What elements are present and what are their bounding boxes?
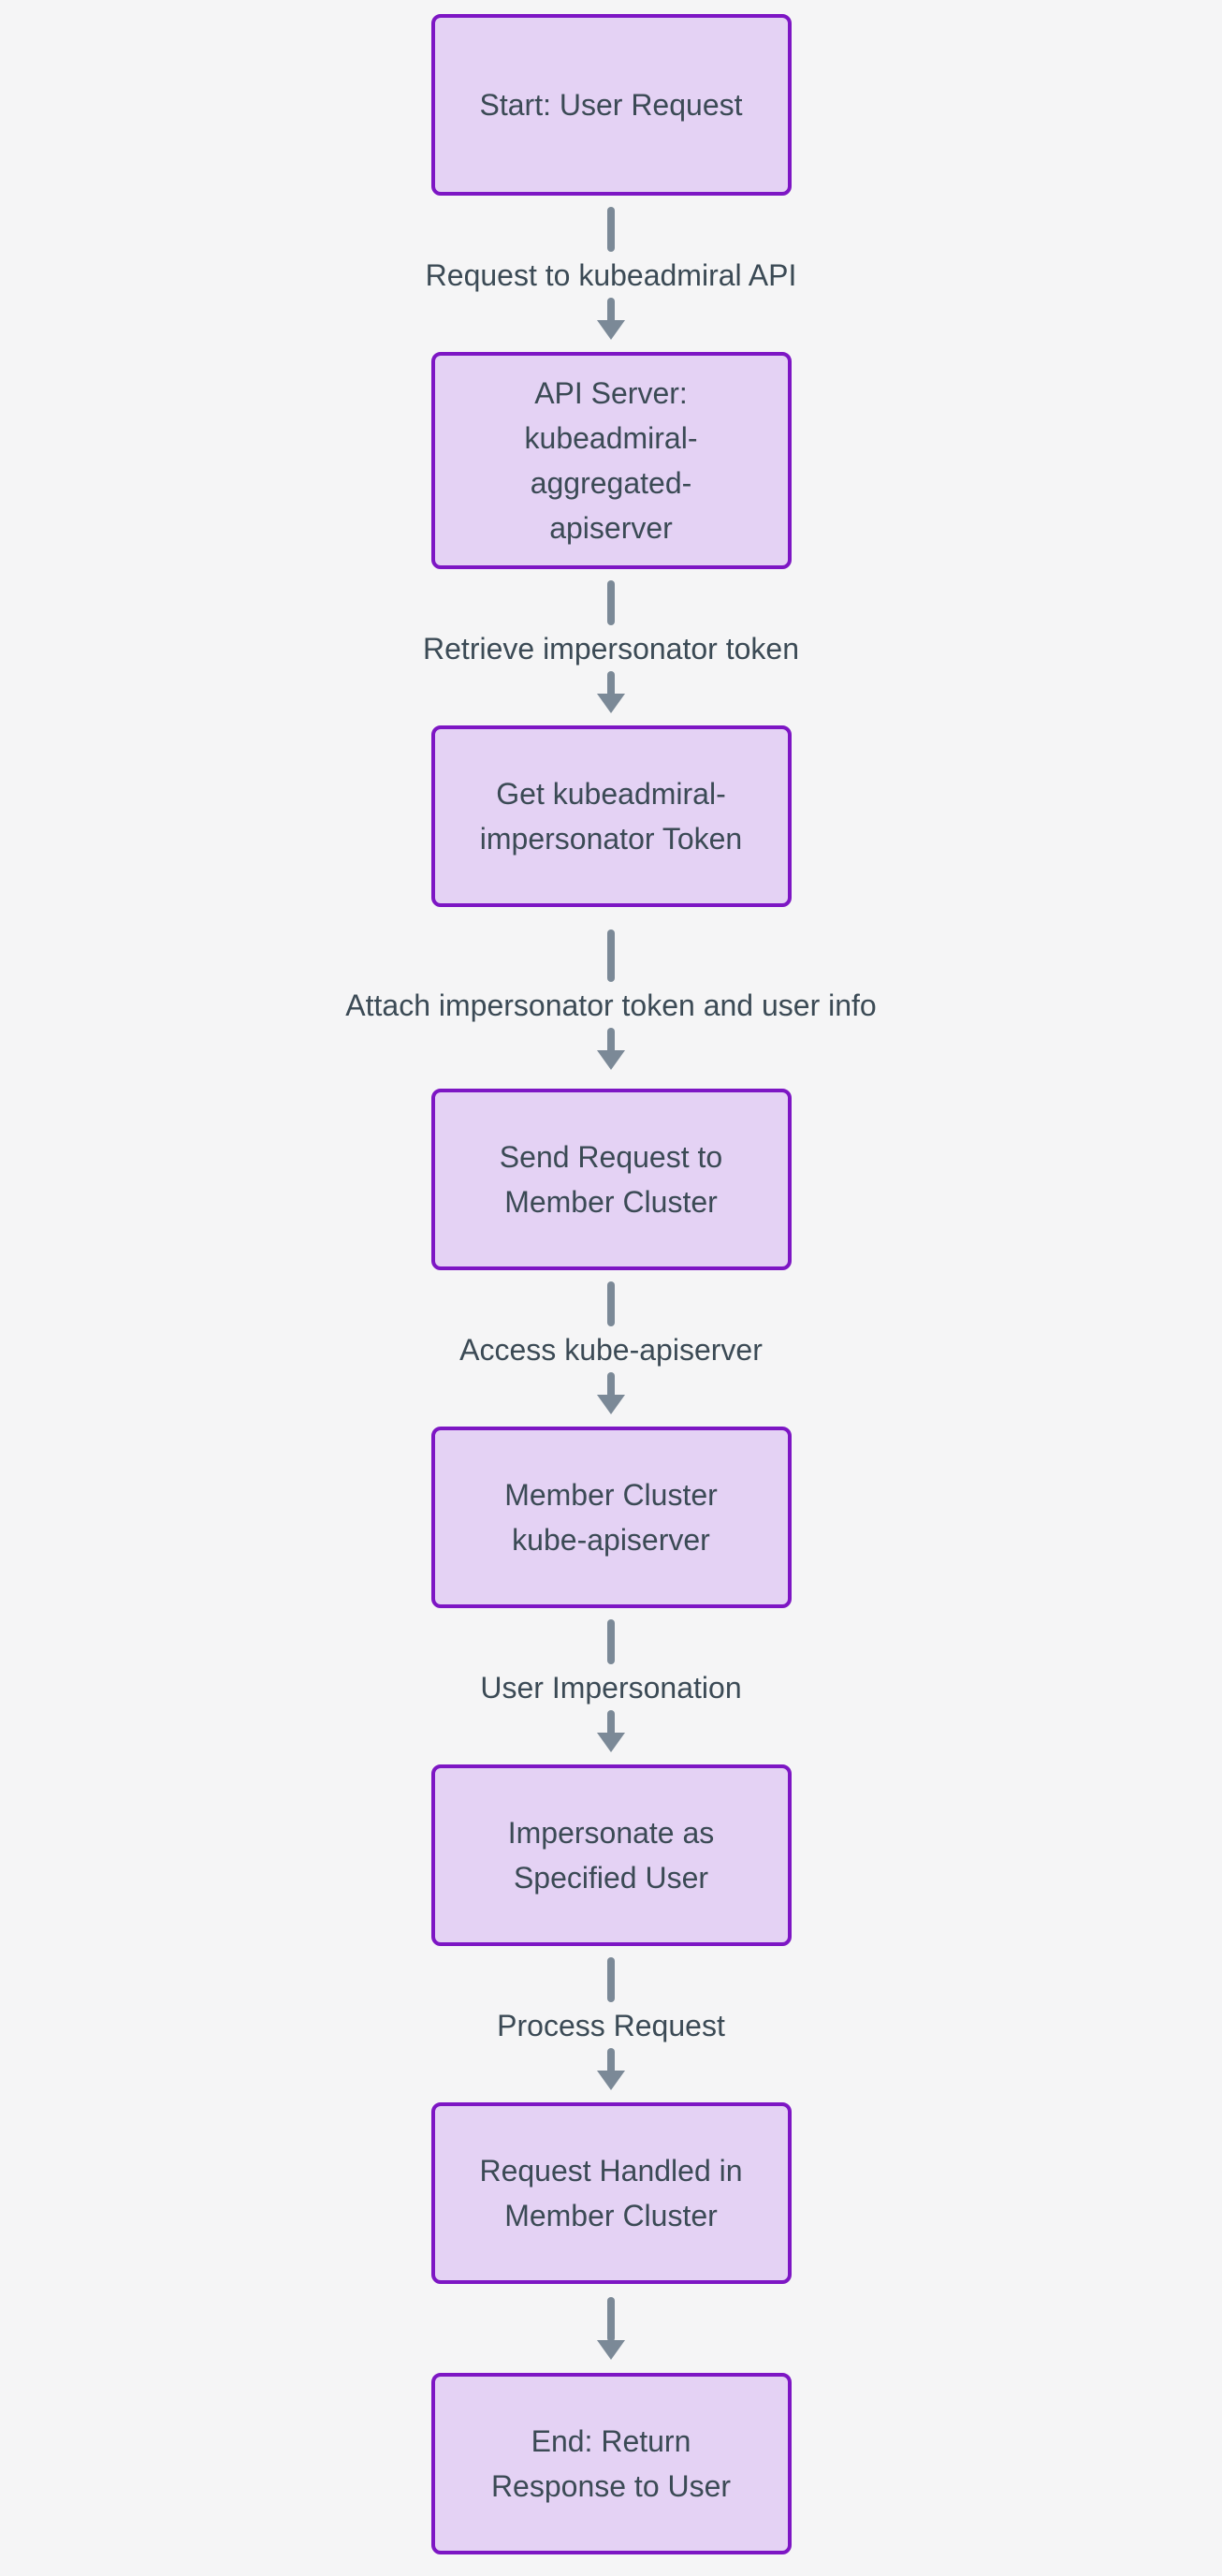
flow-edge-5: User Impersonation: [480, 1608, 742, 1764]
arrowhead-icon: [597, 1050, 625, 1070]
arrowhead-icon: [596, 1733, 625, 1752]
flow-edge-2: Retrieve impersonator token: [423, 569, 799, 725]
flow-edge-6: Process Request: [497, 1946, 725, 2102]
flow-node-label: Start: User Request: [479, 88, 743, 122]
flow-node-label: Request Handled in: [479, 2154, 743, 2188]
flow-node-start: Start: User Request: [430, 14, 792, 196]
arrow-down-icon: [596, 2048, 625, 2090]
flow-node-label: kubeadmiral-: [524, 421, 698, 455]
edge-label: Request to kubeadmiral API: [425, 258, 797, 292]
arrow-down-icon: [597, 671, 625, 713]
arrow-line: [607, 1372, 615, 1397]
arrow-line: [606, 1710, 615, 1734]
flow-edge-1: Request to kubeadmiral API: [425, 196, 797, 352]
edge-label: Retrieve impersonator token: [423, 632, 799, 666]
edge-line: [606, 207, 615, 252]
arrow-down-icon: [597, 1372, 625, 1414]
arrow-down-icon: [596, 1710, 625, 1752]
flow-node-label: kube-apiserver: [512, 1523, 710, 1557]
arrowhead-icon: [597, 1395, 625, 1414]
arrowhead-icon: [597, 2340, 625, 2360]
edge-label: Access kube-apiserver: [459, 1333, 763, 1367]
flow-edge-4: Access kube-apiserver: [459, 1270, 763, 1427]
flow-node-label: API Server:: [534, 376, 688, 410]
flow-node-label: Impersonate as: [507, 1816, 715, 1850]
arrowhead-icon: [596, 2071, 625, 2090]
flow-node-label: Send Request to: [499, 1140, 723, 1174]
arrowhead-icon: [597, 694, 625, 713]
flow-node-member-cluster-kube-apiserver: Member Cluster kube-apiserver: [430, 1427, 792, 1608]
flow-node-label: Get kubeadmiral-: [496, 777, 726, 811]
flow-node-label: Member Cluster: [504, 1185, 718, 1219]
arrow-down-icon: [597, 1028, 625, 1070]
edge-label: User Impersonation: [480, 1671, 742, 1705]
arrow-line: [606, 298, 615, 322]
edge-line: [606, 1957, 615, 2002]
arrow-down-icon: [597, 2297, 625, 2360]
edge-line: [607, 580, 615, 625]
arrow-line: [607, 1028, 615, 1052]
flow-node-label: Response to User: [490, 2469, 732, 2503]
flow-edge-7: [597, 2284, 625, 2373]
flow-node-label: End: Return: [531, 2424, 691, 2458]
arrow-line: [606, 2048, 615, 2072]
arrow-line: [607, 671, 615, 695]
edge-line: [607, 929, 615, 982]
arrowhead-icon: [596, 320, 625, 340]
edge-line: [607, 1281, 615, 1326]
flow-node-label: aggregated-: [530, 466, 692, 500]
flow-node-label: apiserver: [549, 511, 673, 545]
flow-node-send-request: Send Request to Member Cluster: [430, 1089, 792, 1270]
flow-node-label: Specified User: [513, 1861, 709, 1895]
flow-node-impersonate-user: Impersonate as Specified User: [430, 1764, 792, 1946]
flow-node-request-handled: Request Handled in Member Cluster: [430, 2102, 792, 2284]
arrow-line: [607, 2297, 615, 2342]
edge-label: Process Request: [497, 2009, 725, 2042]
arrow-down-icon: [596, 298, 625, 340]
flow-node-label: impersonator Token: [479, 822, 743, 856]
edge-label: Attach impersonator token and user info: [345, 988, 877, 1022]
edge-line: [606, 1619, 615, 1664]
flow-node-get-impersonator-token: Get kubeadmiral-impersonator Token: [430, 725, 792, 907]
flow-node-label: Member Cluster: [504, 2199, 718, 2232]
flow-node-api-server: API Server: kubeadmiral-aggregated-apiser…: [430, 352, 792, 569]
flow-edge-3: Attach impersonator token and user info: [345, 907, 877, 1089]
flow-node-label: Member Cluster: [504, 1478, 718, 1512]
